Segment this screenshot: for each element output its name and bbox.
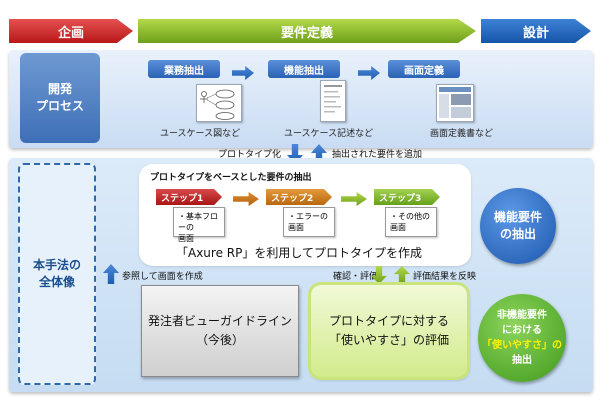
- label-add-requirements: 抽出された要件を追加: [332, 150, 423, 160]
- label-reflect-results: 評価結果を反映: [413, 272, 477, 282]
- method-label-line1: 本手法の: [32, 258, 81, 272]
- task-screen-definition: 画面定義: [388, 60, 460, 78]
- caption-usecase-description: ユースケース記述など: [284, 129, 374, 139]
- step2-card: ・エラーの 画面: [283, 207, 335, 237]
- usecase-diagram-icon: [200, 89, 235, 120]
- functional-line2: の抽出: [499, 227, 536, 241]
- orderer-view-guideline-box: 発注者ビューガイドライン （今後）: [141, 285, 299, 377]
- step3-card: ・その他の 画面: [385, 207, 437, 237]
- nonfunctional-requirements-circle: 非機能要件 における 「使いやすさ」の 抽出: [478, 294, 566, 382]
- phase-design-arrow: 設計: [481, 19, 591, 43]
- development-process-label: 開発 プロセス: [20, 53, 100, 143]
- step2-header-label: ステップ2: [271, 193, 314, 204]
- step3-header: ステップ3: [374, 189, 440, 205]
- task-screen-definition-label: 画面定義: [404, 65, 444, 77]
- usecase-diagram-thumbnail: [196, 84, 242, 122]
- task-function-extraction: 機能抽出: [268, 60, 340, 78]
- step1-header: ステップ1: [156, 189, 222, 205]
- method-label-line2: 全体像: [38, 275, 75, 289]
- step2-text-line2: 画面: [288, 223, 304, 232]
- phase-requirements-label: 要件定義: [280, 25, 333, 41]
- method-overview-label: 本手法の 全体像: [18, 163, 96, 385]
- task-function-extraction-label: 機能抽出: [284, 65, 324, 77]
- guideline-line1: 発注者ビューガイドライン: [147, 314, 292, 328]
- nonfunctional-line4: 抽出: [512, 355, 532, 366]
- phase-planning-label: 企画: [57, 25, 84, 41]
- label-reference-screen: 参照して画面を作成: [122, 272, 203, 282]
- step1-header-label: ステップ1: [161, 193, 204, 204]
- prototype-extraction-title: プロトタイプをベースとした要件の抽出: [150, 173, 312, 183]
- caption-usecase-diagram: ユースケース図など: [160, 129, 241, 139]
- screen-layout-icon: [439, 87, 471, 118]
- screen-definition-thumbnail: [436, 84, 474, 122]
- nonfunctional-line3: 「使いやすさ」の: [482, 340, 562, 351]
- usability-evaluation-box: プロトタイプに対する 「使いやすさ」の評価: [311, 285, 467, 377]
- nonfunctional-line1: 非機能要件: [497, 310, 547, 321]
- usecase-description-thumbnail: [320, 80, 346, 122]
- step2-text-line1: ・エラーの: [288, 212, 328, 221]
- evaluation-line1: プロトタイプに対する: [328, 314, 449, 328]
- phase-planning-arrow: 企画: [9, 19, 133, 43]
- step3-header-label: ステップ3: [379, 193, 422, 204]
- task-business-extraction: 業務抽出: [148, 60, 220, 78]
- label-check-evaluate: 確認・評価: [333, 272, 379, 282]
- step1-text-line2: 画面: [178, 234, 194, 243]
- step3-text-line2: 画面: [390, 223, 406, 232]
- document-lines-icon: [324, 85, 342, 113]
- evaluation-line2: 「使いやすさ」の評価: [328, 333, 449, 347]
- functional-requirements-circle: 機能要件 の抽出: [480, 188, 556, 264]
- task-business-extraction-label: 業務抽出: [164, 65, 204, 77]
- label-to-prototype: プロトタイプ化: [218, 150, 282, 160]
- guideline-line2: （今後）: [195, 333, 244, 347]
- functional-line1: 機能要件: [493, 210, 542, 224]
- process-label-line2: プロセス: [35, 99, 84, 113]
- phase-requirements-arrow: 要件定義: [138, 19, 476, 43]
- step3-text-line1: ・その他の: [390, 212, 430, 221]
- caption-screen-definition: 画面定義書など: [430, 129, 494, 139]
- process-label-line1: 開発: [47, 82, 72, 96]
- step1-text-line1: ・基本フローの: [178, 212, 218, 232]
- step1-card: ・基本フローの 画面: [173, 207, 225, 243]
- nonfunctional-line2: における: [502, 325, 542, 336]
- phase-design-label: 設計: [522, 25, 549, 41]
- axure-prototype-text: 「Axure RP」を利用してプロトタイプを作成: [176, 246, 422, 260]
- step2-header: ステップ2: [266, 189, 332, 205]
